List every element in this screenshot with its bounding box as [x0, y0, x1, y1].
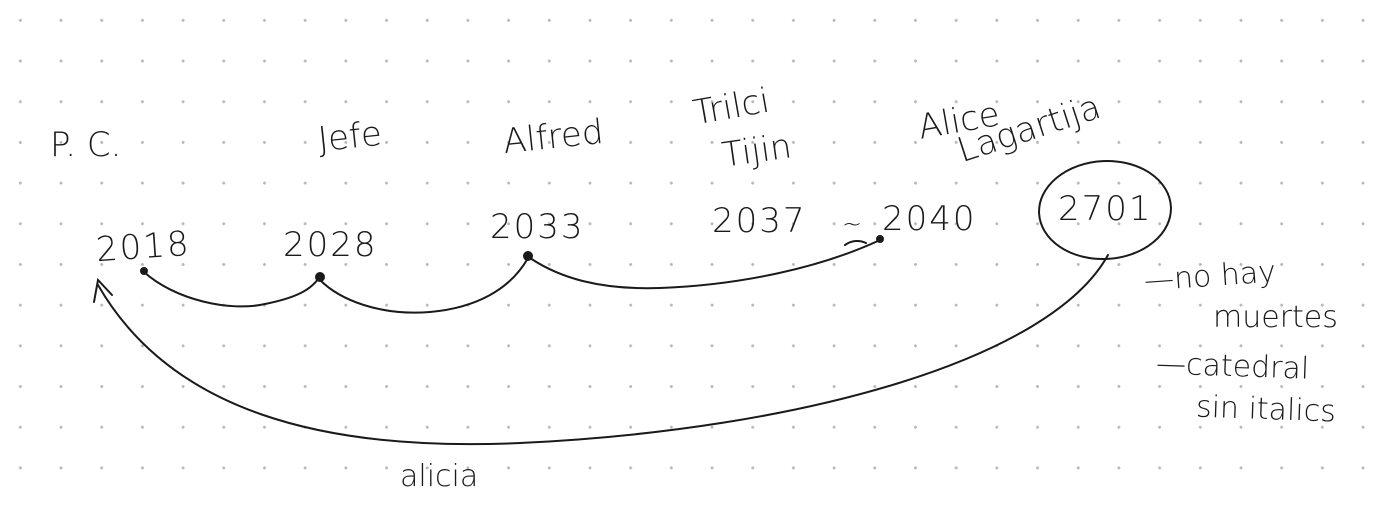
year-2037: 2037: [712, 201, 807, 241]
link-2033-2040: [529, 239, 881, 290]
note-2-line1: —catedral: [1155, 346, 1310, 387]
year-2028: 2028: [283, 225, 378, 265]
link-2028-2033: [319, 257, 529, 314]
link-2018-2028: [143, 271, 321, 308]
label-alfred: Alfred: [501, 111, 606, 163]
note-2-line2: sin italics: [1195, 389, 1337, 430]
year-2033: 2033: [490, 207, 585, 247]
return-arrowhead: [93, 277, 113, 303]
node-dot-2033: [523, 251, 533, 261]
year-2040: 2040: [882, 199, 977, 239]
year-2701: 2701: [1058, 189, 1153, 229]
year-dash: ~: [842, 210, 865, 238]
label-tijin: Tijin: [719, 126, 795, 176]
return-arrow-2701-2018: [97, 254, 1109, 446]
dash-between-years: [844, 239, 867, 246]
label-jefe: Jefe: [316, 113, 384, 161]
node-dot-2018: [140, 267, 148, 275]
label-trilci: Trilci: [690, 80, 773, 134]
note-1-line1: —no hay: [1142, 254, 1278, 299]
arrow-label-alicia: alicia: [400, 459, 479, 494]
year-2018: 2018: [94, 223, 192, 271]
note-1-line2: muertes: [1213, 300, 1338, 335]
label-pc: P. C.: [50, 125, 122, 165]
node-dot-2028: [315, 272, 325, 282]
